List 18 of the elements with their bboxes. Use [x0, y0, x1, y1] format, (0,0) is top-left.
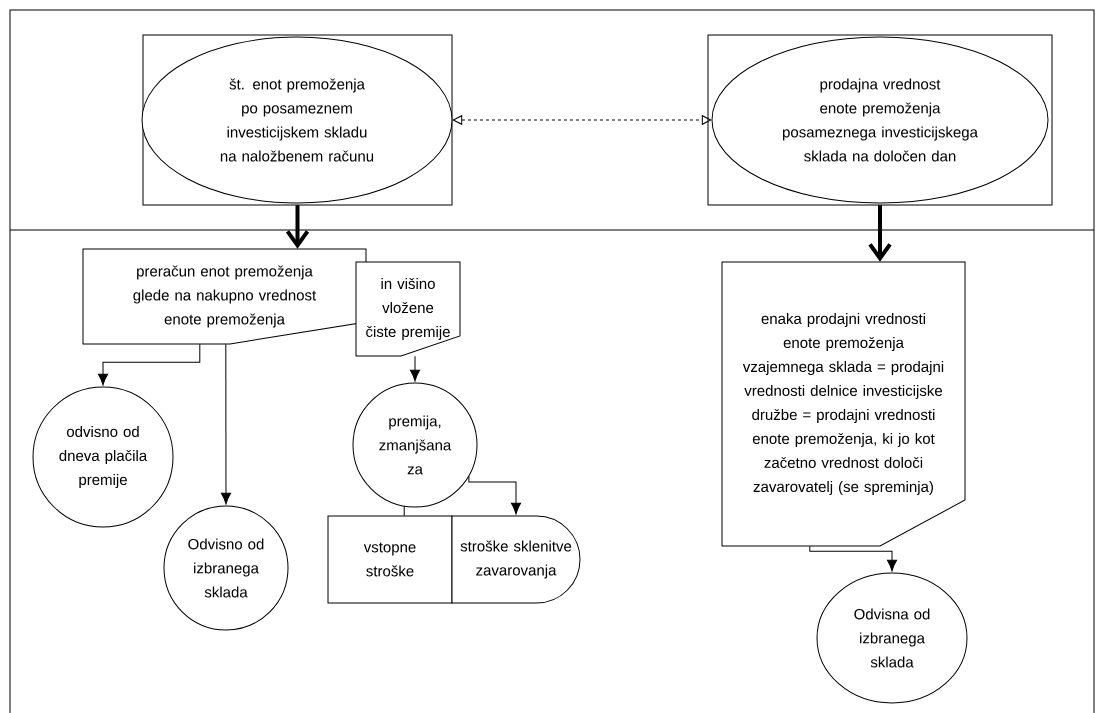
arrow	[868, 205, 892, 262]
ellipse-node: Odvisna od izbranega sklada	[816, 572, 968, 704]
arrow	[97, 343, 201, 386]
arrow	[220, 343, 232, 505]
process-box: vstopne stroške	[327, 515, 453, 604]
arrow	[285, 205, 310, 249]
process-box: enaka prodajni vrednosti enote premoženja vzajemnega sklada = prodajni vrednosti delnice investicijske družbe = prodajni vrednosti enote premoženja, ki jo kot začetno vrednost določi zavarovatelj (se spreminja)	[721, 261, 966, 547]
ellipse-node: prodajna vrednost enote premoženja posameznega investicijskega sklada na določen dan	[711, 36, 1049, 204]
circle-node: Odvisno od izbranega sklada	[163, 505, 289, 631]
ellipse-node: št. enot premoženja po posameznem investicijskem skladu na naložbenem računu	[141, 36, 453, 204]
arrow	[452, 115, 712, 125]
arrow	[809, 545, 898, 572]
circle-node: odvisno od dneva plačila premije	[32, 386, 174, 528]
rounded-box: stroške sklenitve zavarovanja	[451, 515, 581, 604]
circle-node: premija, zmanjšana za	[352, 382, 478, 508]
arrow	[468, 475, 522, 515]
process-box: in višino vložene čiste premije	[355, 261, 461, 357]
arrow	[409, 355, 421, 382]
